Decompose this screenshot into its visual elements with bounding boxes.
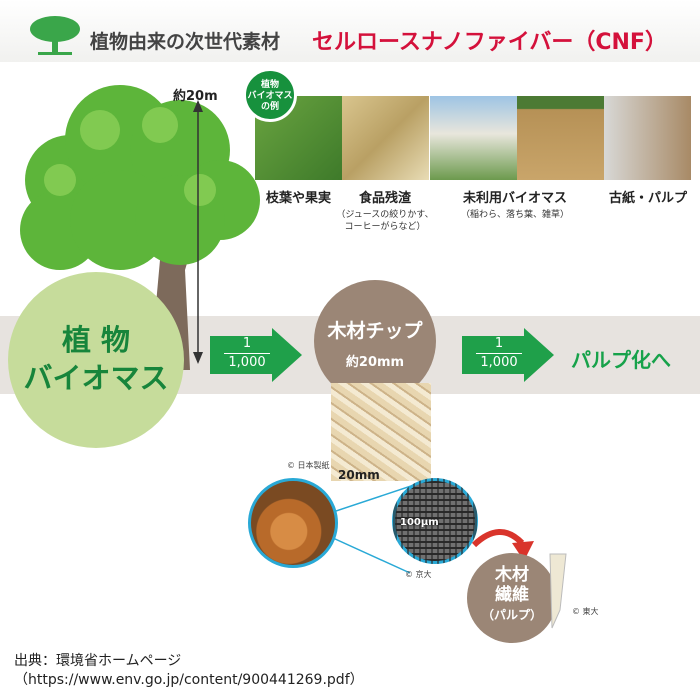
- biomass-label: バイオマス: [23, 361, 169, 395]
- header-band: [0, 0, 700, 62]
- plant-biomass-circle: 植 物 バイオマス: [8, 272, 184, 448]
- photo-wastepaper: [604, 96, 691, 180]
- source-citation: 出典：環境省ホームページ （https://www.env.go.jp/cont…: [14, 652, 364, 690]
- chip-credit: © 日本製紙: [287, 461, 330, 470]
- example-label: 古紙・パルプ: [608, 191, 687, 206]
- photo-straw-bales: [517, 96, 604, 180]
- page-title: セルロースナノファイバー（CNF）: [312, 30, 667, 55]
- example-label: 未利用バイオマス: [462, 191, 567, 206]
- wood-fiber-circle: 木材 繊維 （パルプ）: [467, 553, 557, 643]
- fraction-numerator: 1: [242, 336, 252, 351]
- arrow-icon: [462, 328, 554, 382]
- fraction-denominator: 1,000: [480, 355, 518, 370]
- wood-chips-photo: [331, 383, 431, 481]
- example-label: 食品残渣: [358, 191, 411, 206]
- fiber-credit: © 東大: [572, 607, 599, 616]
- source-line: 出典：環境省ホームページ: [14, 653, 182, 669]
- wood-chip-size: 約20mm: [345, 355, 405, 370]
- source-url: （https://www.env.go.jp/content/900441269…: [14, 672, 364, 688]
- tree-illustration: [20, 85, 260, 370]
- microscope-grid: [392, 478, 478, 564]
- wood-chip-circle: 木材チップ 約20mm: [314, 280, 436, 402]
- badge-line: バイオマス: [247, 91, 293, 101]
- photo-pampas-grass: [430, 96, 517, 180]
- fiber-illustration: [549, 553, 567, 629]
- tree-logo-icon: [30, 16, 80, 55]
- badge-line: 植物: [260, 80, 279, 90]
- fraction-denominator: 1,000: [228, 355, 266, 370]
- tree-height-label: 約20m: [173, 89, 218, 104]
- biomass-label: 植 物: [61, 323, 131, 358]
- example-note: （稲わら、落ち葉、雑草）: [460, 210, 569, 220]
- title-prefix: 植物由来の次世代素材: [90, 31, 281, 53]
- reduction-arrow-2: 1 1,000: [462, 328, 554, 382]
- micro-scale-label: 100μm: [400, 517, 439, 528]
- arrow-icon: [210, 328, 302, 382]
- red-curved-arrow-icon: [471, 529, 534, 561]
- micro-credit: © 京大: [405, 570, 432, 579]
- reduction-arrow-1: 1 1,000: [210, 328, 302, 382]
- fiber-label: 木材: [495, 565, 529, 585]
- badge-line: の例: [260, 102, 279, 112]
- pulping-label: パルプ化へ: [571, 348, 671, 372]
- fiber-label: （パルプ）: [481, 608, 542, 622]
- log-cross-section-photo: [248, 478, 338, 568]
- chip-scale-label: 20mm: [338, 468, 380, 482]
- wood-chip-title: 木材チップ: [327, 320, 423, 342]
- biomass-examples-badge: 植物 バイオマス の例: [243, 68, 297, 122]
- fiber-label: 繊維: [495, 585, 529, 605]
- example-note: （ジュースの絞りかす、 コーヒーがらなど）: [336, 210, 434, 232]
- example-label: 枝葉や果実: [265, 191, 331, 206]
- photo-food-residue: [342, 96, 429, 180]
- fraction-numerator: 1: [494, 336, 504, 351]
